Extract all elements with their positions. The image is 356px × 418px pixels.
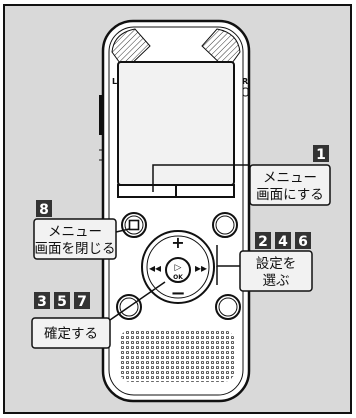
callout-line-2: 選ぶ	[263, 273, 290, 289]
plus-key-label: +	[171, 233, 184, 252]
callout-number: 8	[39, 202, 49, 218]
ok-button	[165, 257, 191, 283]
mic-left-label: L	[112, 77, 117, 86]
stop-button	[121, 212, 147, 238]
leader-lines	[109, 164, 250, 321]
speaker-grille	[119, 330, 235, 382]
callout-line-1: 確定する	[44, 326, 98, 342]
callout-box	[31, 317, 111, 349]
play-icon: ▷	[175, 263, 182, 273]
callout-line-1: メニュー	[48, 224, 102, 240]
right-top-button	[212, 212, 238, 238]
mic-left-grille	[111, 28, 151, 71]
side-button	[99, 95, 104, 135]
callout-number: 6	[298, 234, 308, 250]
callout-number: 2	[258, 234, 268, 250]
callout-box	[239, 250, 313, 292]
forward-icon: ▸▸	[195, 261, 207, 275]
callout-number-box	[54, 292, 70, 309]
callout-line-2: 画面にする	[256, 187, 324, 203]
callout-number-box	[255, 232, 271, 249]
callout-number-box	[34, 292, 50, 309]
callout-number: 4	[278, 234, 288, 250]
callout-number: 1	[316, 147, 326, 163]
callout-number-box	[313, 145, 329, 162]
callout-select: 2 4 6 設定を 選ぶ	[239, 232, 313, 292]
stop-icon	[128, 219, 140, 231]
callout-number-box	[36, 200, 52, 217]
callout-line-1: 設定を	[256, 256, 297, 272]
callout-number: 3	[37, 294, 47, 310]
mic-right-grille	[201, 28, 241, 71]
callout-menu-close: 8 メニュー 画面を閉じる	[33, 200, 117, 260]
callout-line-2: 画面を閉じる	[35, 241, 116, 257]
callout-confirm: 3 5 7 確定する	[31, 292, 111, 349]
callout-number-box	[295, 232, 311, 249]
callout-box	[33, 218, 117, 260]
right-bottom-button	[215, 294, 241, 320]
minus-key-label: −	[170, 283, 185, 304]
rewind-icon: ◂◂	[149, 261, 161, 275]
callout-number-box	[275, 232, 291, 249]
callout-box	[249, 164, 331, 206]
ok-label: OK	[173, 274, 183, 281]
callout-line-1: メニュー	[263, 170, 317, 186]
callout-menu-open: 1 メニュー 画面にする	[249, 145, 331, 206]
display-screen	[117, 61, 235, 186]
callout-number: 7	[77, 294, 87, 310]
callout-number: 5	[57, 294, 67, 310]
callout-number-box	[74, 292, 90, 309]
mic-right-label: R	[242, 77, 248, 86]
voice-recorder: L R + − ◂◂ ▸▸ ▷ OK	[99, 19, 251, 403]
